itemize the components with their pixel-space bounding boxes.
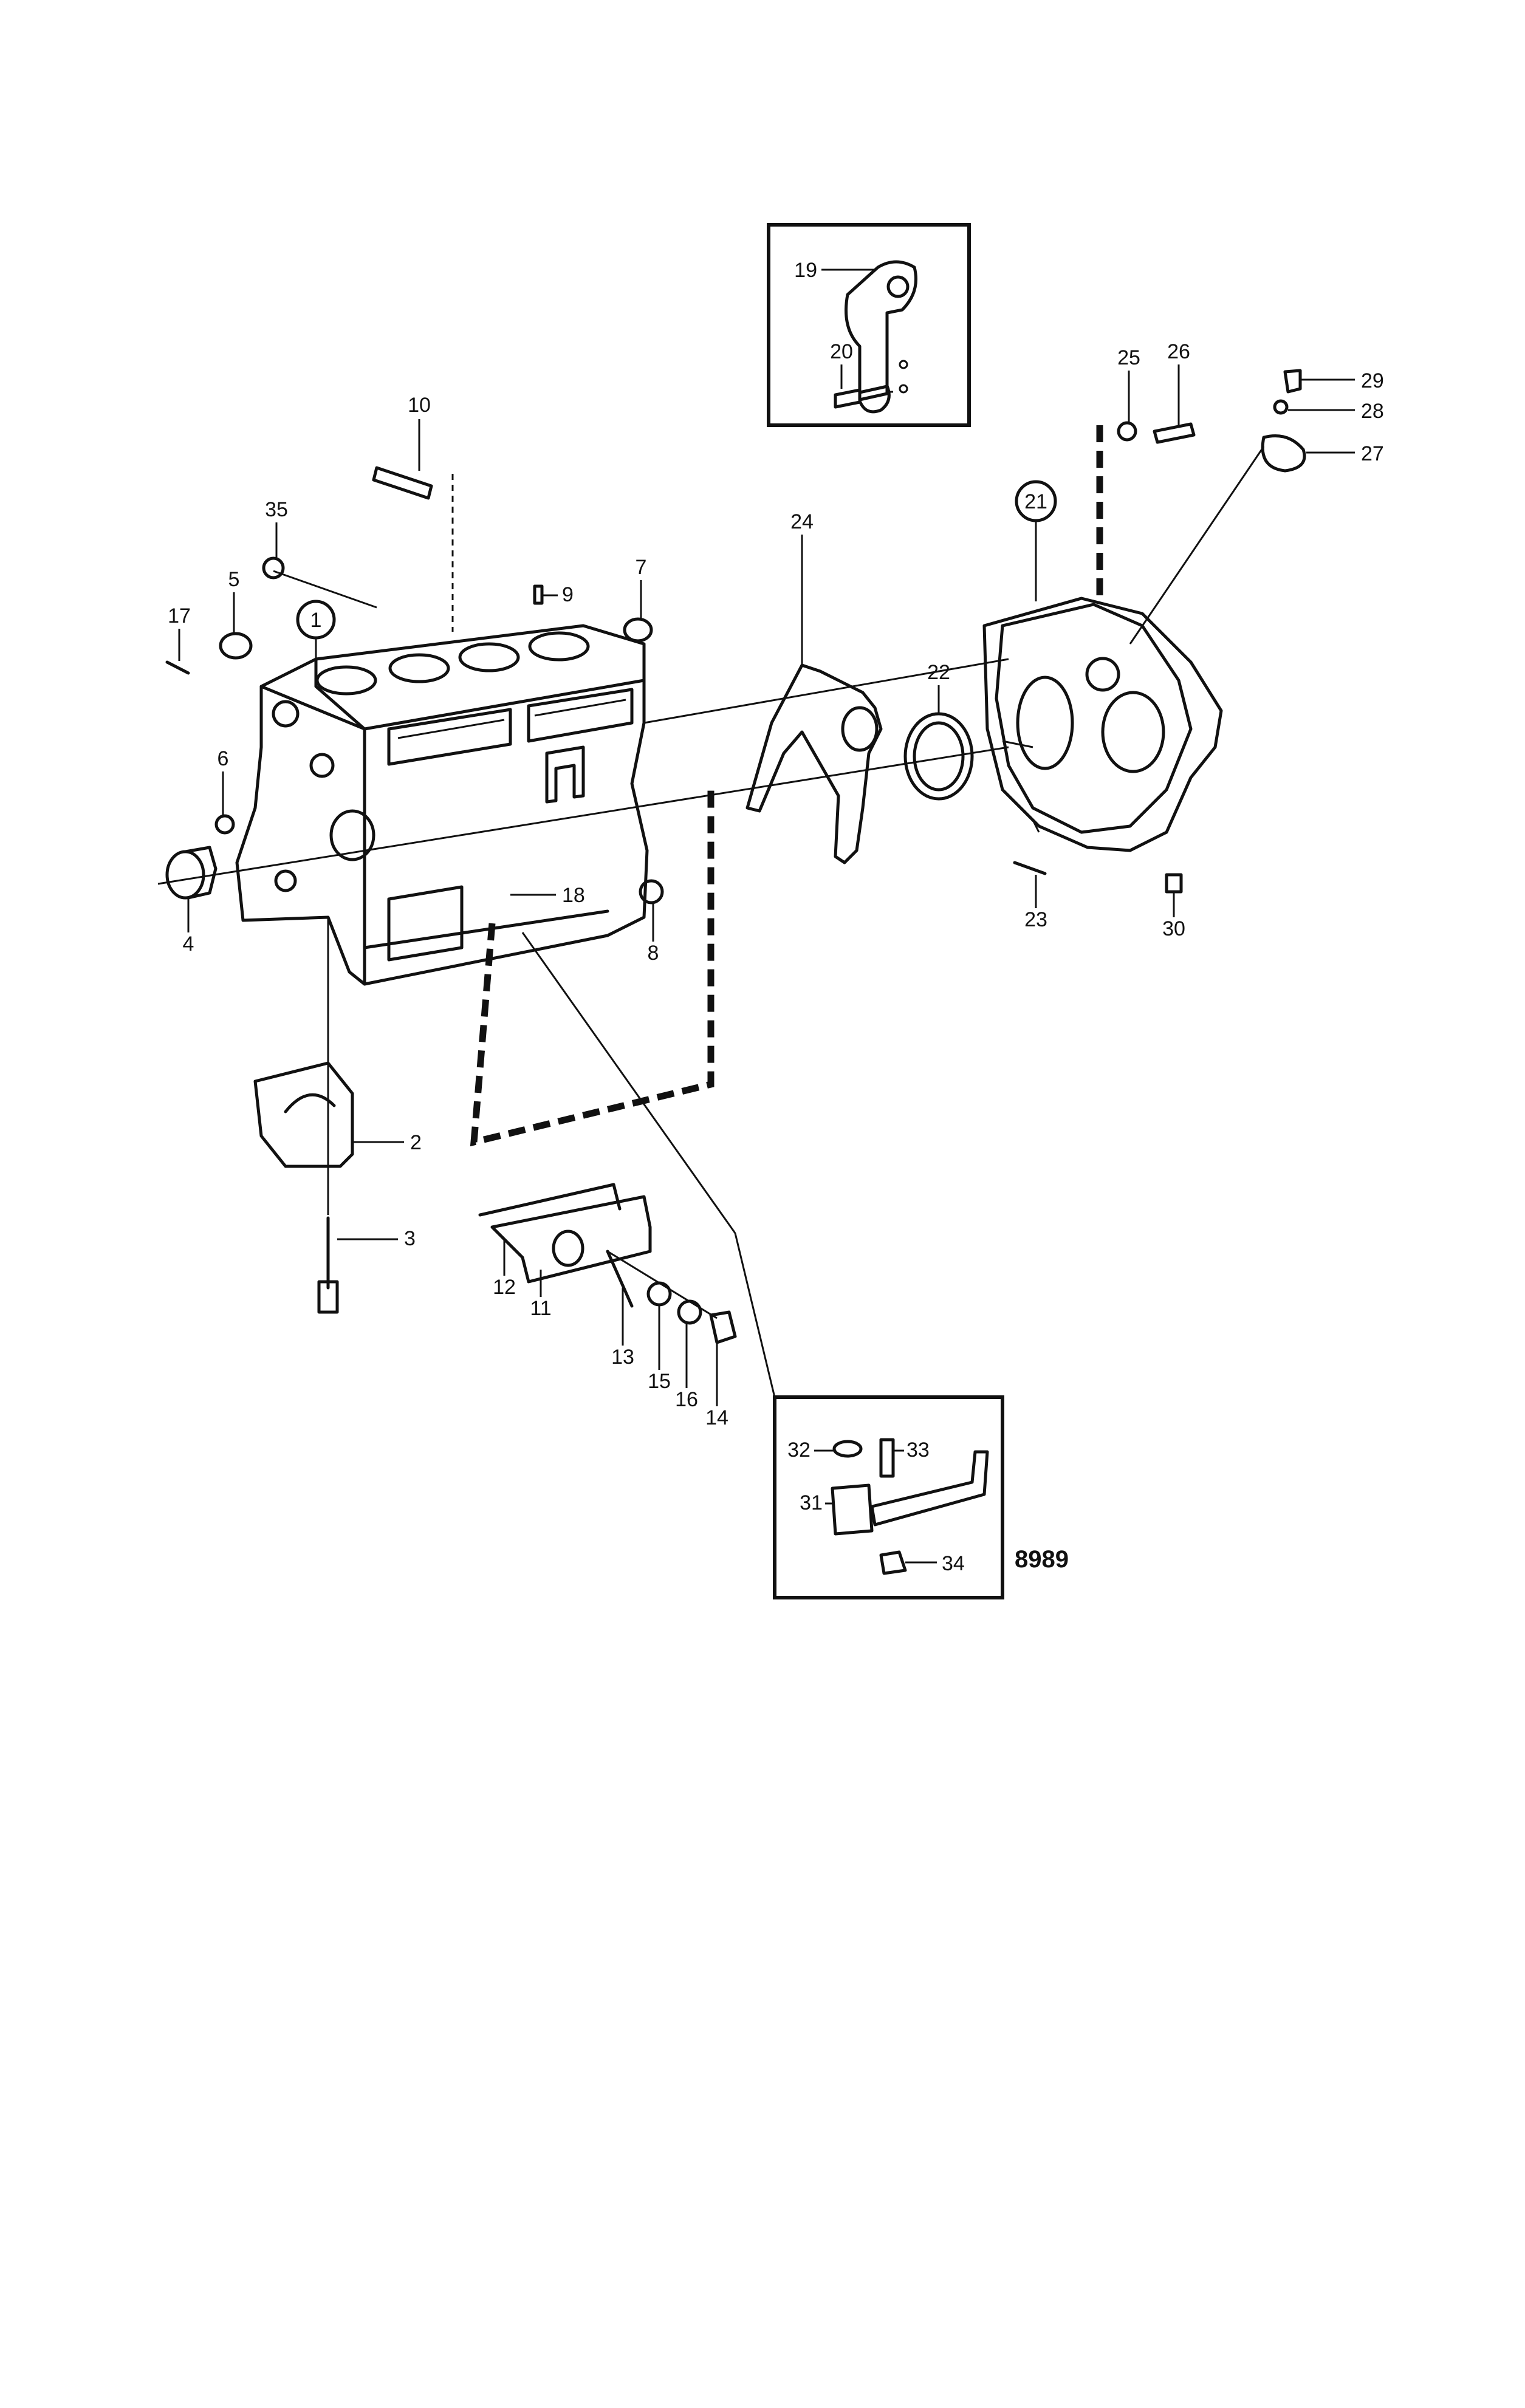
screw-29 <box>1283 369 1302 394</box>
washer-28 <box>1273 399 1289 415</box>
label-15: 15 <box>648 1370 671 1393</box>
front-seal <box>165 850 205 900</box>
stud <box>606 1250 634 1308</box>
label-10: 10 <box>408 394 431 417</box>
plug-5 <box>219 632 253 660</box>
label-28: 28 <box>1361 400 1384 423</box>
inset-top <box>767 223 971 427</box>
label-5: 5 <box>228 568 240 591</box>
label-24: 24 <box>790 510 814 533</box>
inset-bottom <box>773 1395 1004 1599</box>
label-30: 30 <box>1162 917 1185 940</box>
stud-17 <box>165 660 190 675</box>
pin-23 <box>1013 861 1047 875</box>
label-2: 2 <box>410 1131 422 1154</box>
bolt-26 <box>1153 422 1196 444</box>
label-20: 20 <box>830 340 853 363</box>
label-9: 9 <box>562 583 574 606</box>
label-22: 22 <box>927 661 950 684</box>
label-14: 14 <box>705 1406 728 1429</box>
dashed-lines <box>451 425 1103 1147</box>
label-6: 6 <box>218 747 229 770</box>
washer-25 <box>1117 421 1137 442</box>
label-31: 31 <box>800 1491 823 1514</box>
label-11: 11 <box>530 1297 551 1320</box>
label-34: 34 <box>942 1552 965 1575</box>
label-7: 7 <box>636 556 647 579</box>
label-19: 19 <box>794 259 817 282</box>
label-17: 17 <box>168 604 191 628</box>
label-8: 8 <box>648 942 659 965</box>
label-4: 4 <box>183 932 194 956</box>
leader-lines <box>157 446 1265 1398</box>
dowel-pin <box>533 584 544 605</box>
label-32: 32 <box>787 1438 810 1462</box>
washer-15 <box>646 1281 672 1307</box>
label-16: 16 <box>675 1388 698 1411</box>
gasket <box>745 663 883 864</box>
label-26: 26 <box>1167 340 1190 363</box>
label-3: 3 <box>404 1227 416 1250</box>
plug-8 <box>639 879 664 905</box>
label-21: 21 <box>1024 490 1047 513</box>
cover-27 <box>1261 434 1306 473</box>
plug-30 <box>1165 873 1183 894</box>
engine-block <box>235 624 649 986</box>
cover-plate <box>490 1195 652 1284</box>
label-29: 29 <box>1361 369 1384 392</box>
label-33: 33 <box>906 1438 930 1462</box>
label-23: 23 <box>1024 908 1047 931</box>
bearing-cap <box>253 1061 354 1168</box>
figure-code: 8989 <box>1015 1546 1069 1573</box>
callout-labels: 1 2 3 4 5 6 7 8 9 10 11 12 13 14 15 16 1 <box>168 259 1384 1575</box>
label-1: 1 <box>310 609 322 632</box>
label-18: 18 <box>562 884 585 907</box>
label-25: 25 <box>1117 346 1140 369</box>
plug-35 <box>262 556 285 580</box>
washer-16 <box>677 1299 702 1325</box>
label-27: 27 <box>1361 442 1384 465</box>
nut-14 <box>709 1310 737 1344</box>
plug-6 <box>214 814 235 835</box>
sensor <box>372 466 433 500</box>
label-12: 12 <box>493 1276 516 1299</box>
label-13: 13 <box>611 1346 634 1369</box>
plug-7 <box>623 617 653 643</box>
flywheel-housing <box>982 597 1223 852</box>
label-35: 35 <box>265 498 288 521</box>
